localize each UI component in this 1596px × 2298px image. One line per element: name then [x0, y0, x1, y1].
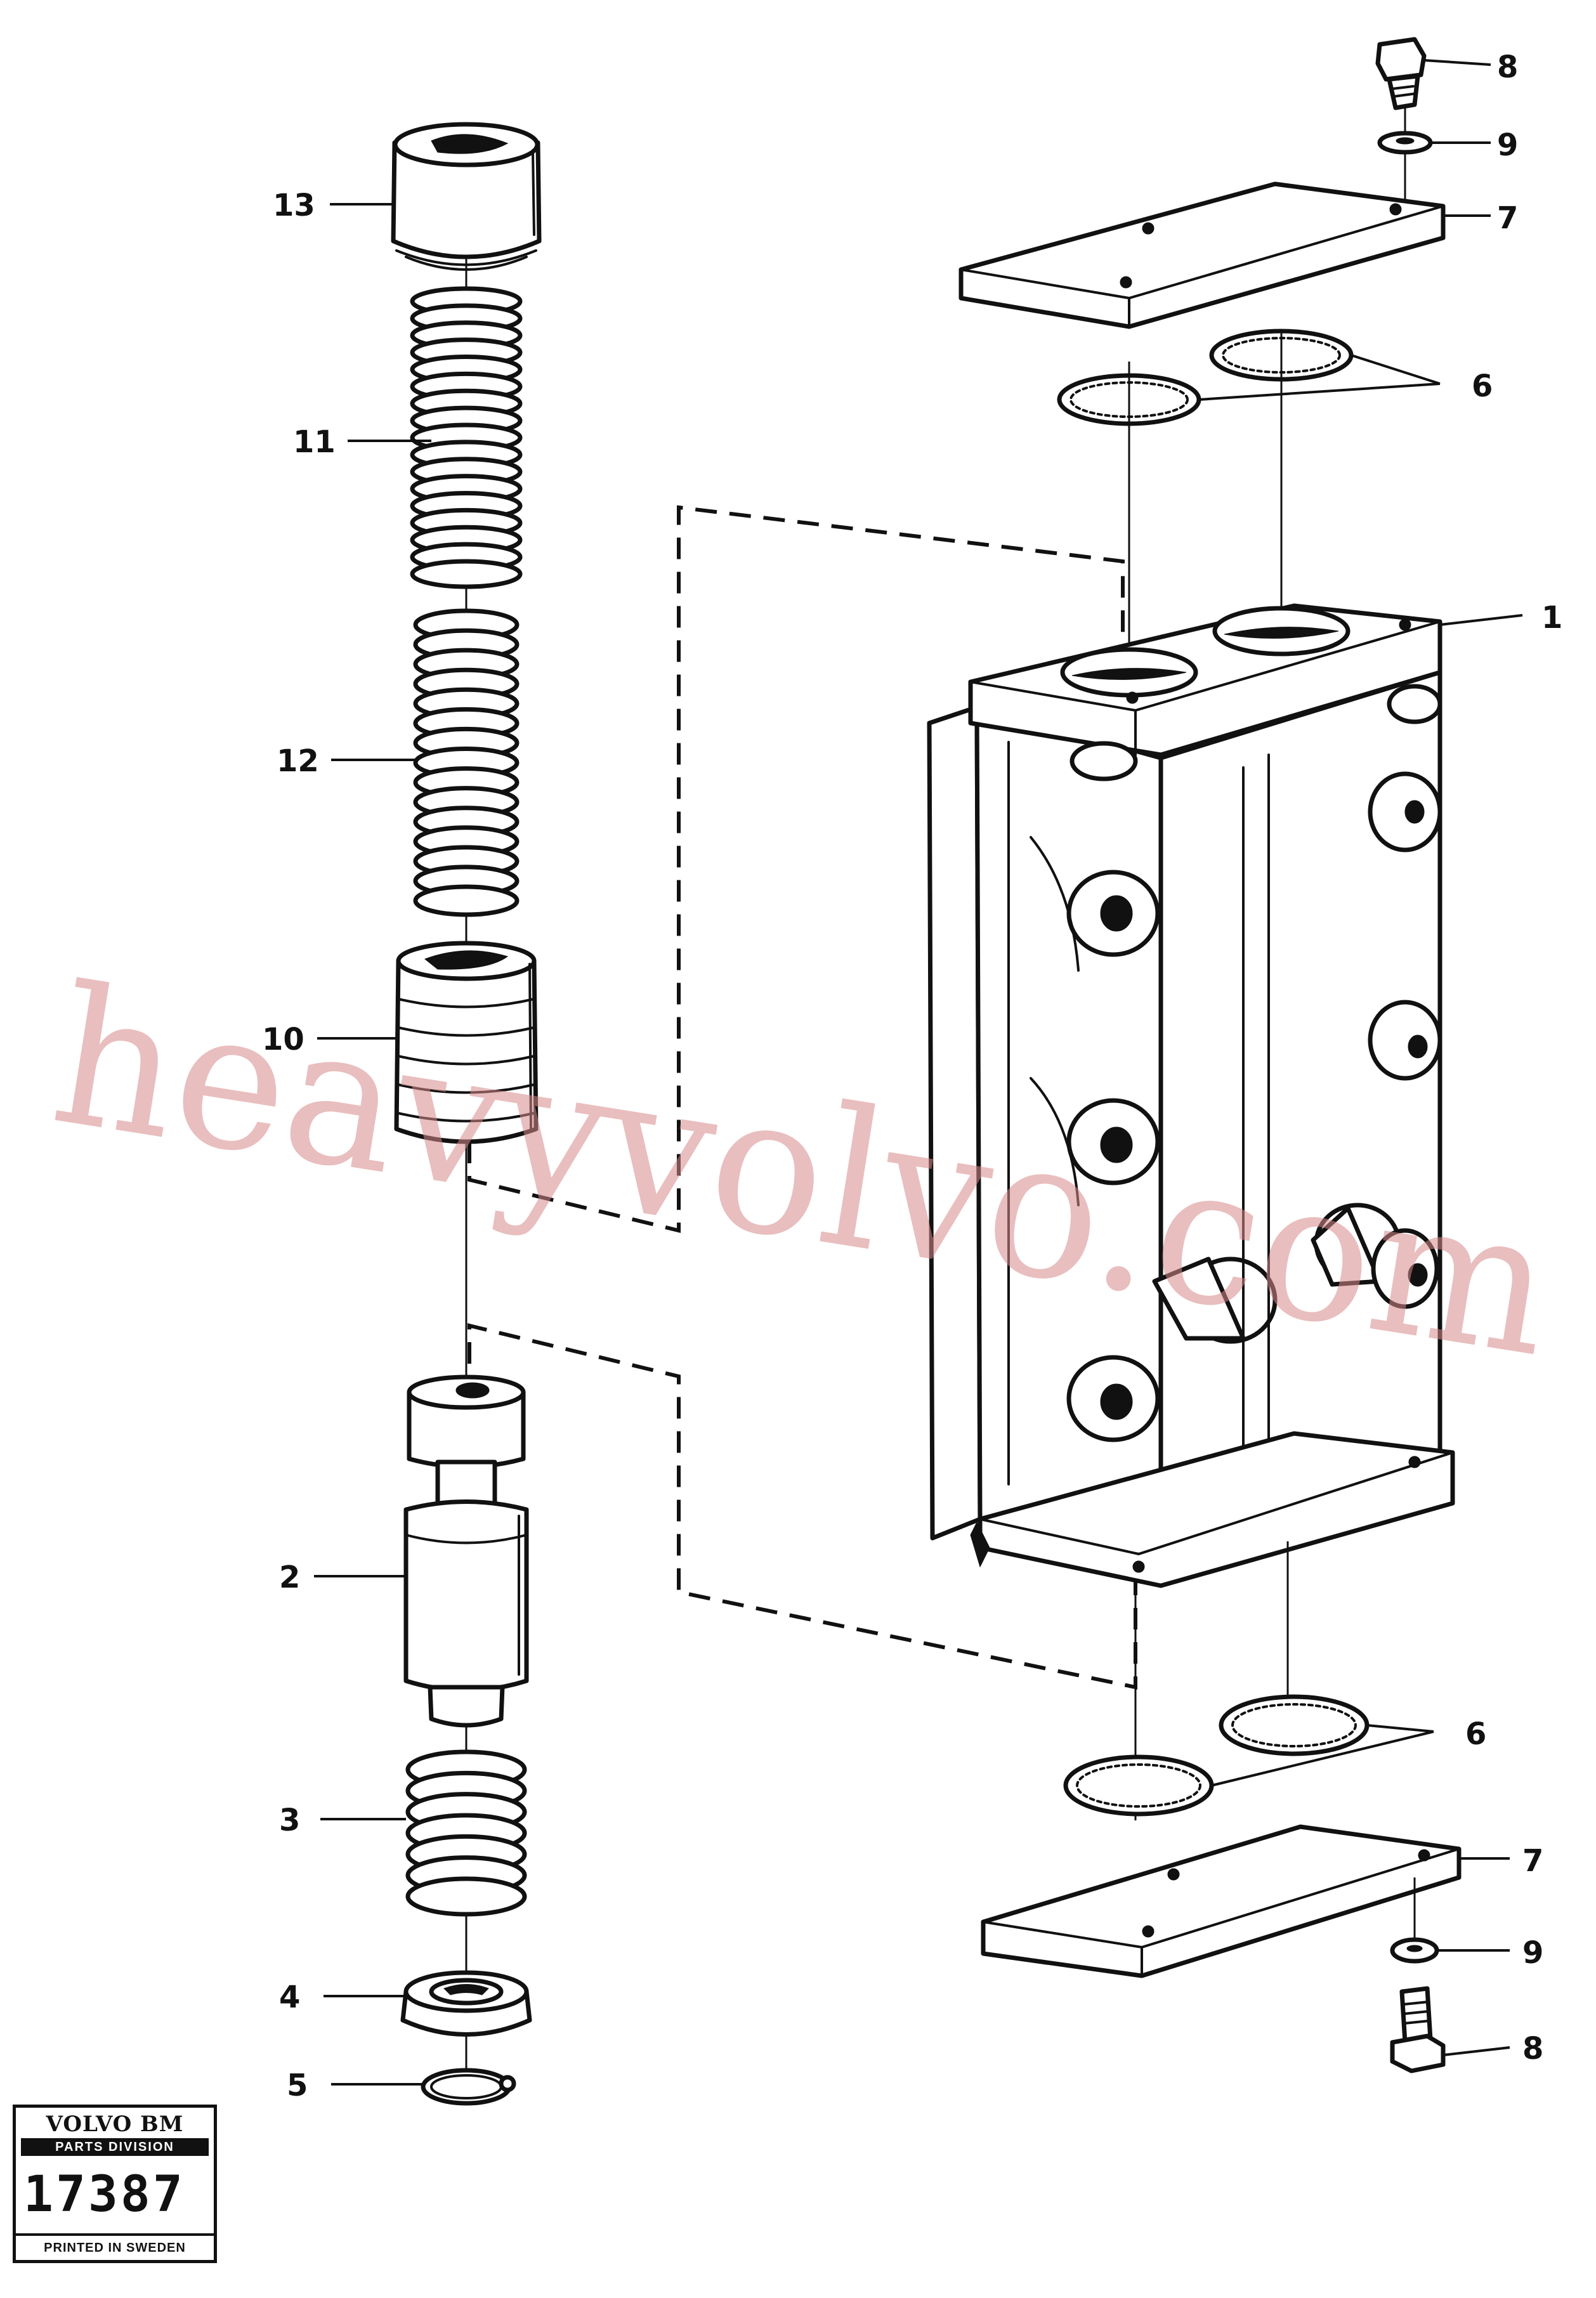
callout-13: 13 — [273, 188, 315, 223]
part-6-o-rings-bottom — [1063, 1694, 1370, 1817]
part-9-washer-bottom — [1390, 1877, 1439, 1964]
callout-6-top: 6 — [1472, 369, 1493, 404]
callout-3: 3 — [279, 1803, 300, 1838]
part-8-bolt-top — [1375, 37, 1427, 209]
part-1-valve-body — [927, 603, 1455, 1588]
part-2-spool — [403, 1374, 529, 1728]
part-12-outer-spring — [413, 608, 520, 917]
stamp-number: 17387 — [23, 2166, 185, 2223]
callout-8-top: 8 — [1497, 49, 1518, 85]
callout-6-bottom: 6 — [1465, 1716, 1486, 1752]
part-3-return-spring — [405, 1749, 527, 1917]
part-4-spring-seat — [400, 1970, 532, 2037]
callout-5: 5 — [287, 2068, 308, 2103]
part-7-cover-plate-bottom — [981, 1824, 1462, 1978]
stamp-brand: VOLVO BM — [46, 2112, 184, 2137]
part-7-cover-plate-top — [958, 181, 1446, 329]
volvo-bm-stamp: VOLVO BM PARTS DIVISION 17387 PRINTED IN… — [13, 2105, 217, 2263]
callout-9-bottom: 9 — [1522, 1935, 1543, 1971]
part-5-circlip — [421, 2068, 516, 2106]
spring-12-coil — [413, 884, 520, 917]
part-9-washer-top — [1377, 131, 1433, 155]
stamp-division: PARTS DIVISION — [21, 2138, 209, 2156]
callout-1: 1 — [1541, 600, 1562, 636]
callout-7-bottom: 7 — [1522, 1843, 1543, 1879]
part-13-cap — [391, 122, 542, 271]
stamp-printed: PRINTED IN SWEDEN — [16, 2233, 214, 2260]
part-8-bolt-bottom — [1390, 1986, 1446, 2073]
callout-10: 10 — [262, 1022, 304, 1057]
part-11-inner-spring — [410, 286, 523, 589]
dashed-outline-lower — [468, 1323, 1137, 1690]
callout-9-top: 9 — [1497, 127, 1518, 163]
callout-2: 2 — [279, 1560, 300, 1595]
dashed-outline-upper — [468, 505, 1125, 1233]
callout-11: 11 — [293, 424, 336, 460]
spring-11-coil — [410, 559, 523, 589]
callout-12: 12 — [277, 743, 319, 779]
part-10-sleeve — [394, 941, 539, 1144]
callout-8-bottom: 8 — [1522, 2031, 1543, 2066]
callout-7-top: 7 — [1497, 200, 1518, 236]
spring-3-coil — [405, 1876, 527, 1917]
callout-4: 4 — [279, 1980, 300, 2015]
part-6-o-rings-top — [1057, 329, 1354, 685]
